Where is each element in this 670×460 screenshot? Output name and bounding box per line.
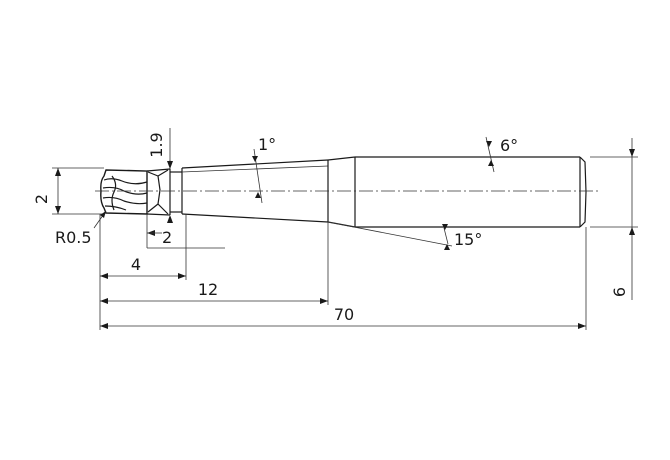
relief-angle-label: 15° (454, 230, 482, 249)
length-12-label: 12 (198, 280, 218, 299)
shank-taper-angle-label: 6° (500, 136, 518, 155)
dimension-lines (55, 138, 635, 329)
overall-length-label: 70 (334, 305, 354, 324)
neck-taper-angle-label: 1° (258, 135, 276, 154)
tool-outline (100, 156, 587, 228)
head-diameter-label: 2 (32, 194, 51, 204)
neck-diameter-label: 1.9 (147, 132, 166, 157)
corner-radius-label: R0.5 (55, 228, 92, 247)
flute-length-label: 2 (162, 228, 172, 247)
shank-diameter-label: 6 (610, 287, 629, 297)
length-4-label: 4 (131, 255, 141, 274)
